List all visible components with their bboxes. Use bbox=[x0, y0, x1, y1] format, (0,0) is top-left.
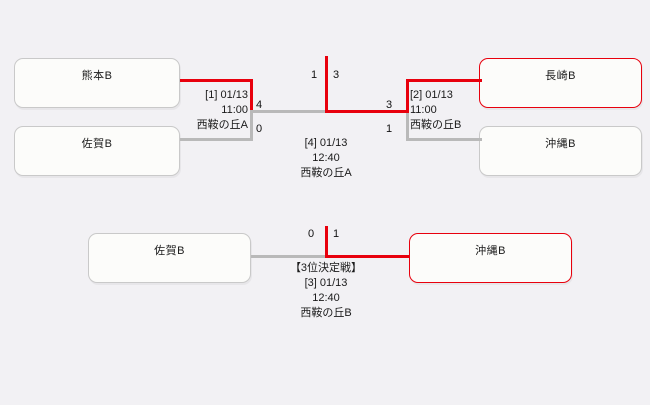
match-venue: 西鞍の丘A bbox=[300, 166, 352, 179]
match-venue: 西鞍の丘B bbox=[410, 118, 462, 131]
match-number: [2] 01/13 bbox=[410, 89, 453, 101]
match-info-1: [1] 01/13 11:00 西鞍の丘A bbox=[148, 88, 248, 133]
match-time: 12:40 bbox=[312, 151, 340, 164]
connector-match1-advance bbox=[250, 110, 328, 113]
team-name: 佐賀B bbox=[81, 137, 113, 150]
connector-match1-vertical-gray bbox=[250, 110, 253, 141]
team-box-kumamoto-b[interactable]: 熊本B bbox=[14, 58, 180, 108]
connector-match1-vertical-red bbox=[250, 79, 253, 111]
team-box-nagasaki-b[interactable]: 長崎B bbox=[479, 58, 642, 108]
score-match2-top: 3 bbox=[386, 99, 393, 111]
connector-final-vertical bbox=[325, 56, 328, 113]
team-name: 熊本B bbox=[81, 69, 113, 82]
score-third-left: 0 bbox=[308, 228, 315, 240]
match-info-4-final: [4] 01/13 12:40 西鞍の丘A bbox=[266, 136, 386, 181]
connector-third-right bbox=[325, 255, 410, 258]
match-number: [1] 01/13 bbox=[205, 89, 248, 101]
connector-match2-top bbox=[406, 79, 482, 82]
team-box-okinawa-b-third[interactable]: 沖縄B bbox=[409, 233, 572, 283]
match-time: 11:00 bbox=[410, 103, 437, 116]
team-box-okinawa-b-semi[interactable]: 沖縄B bbox=[479, 126, 642, 176]
score-final-right: 3 bbox=[333, 69, 340, 81]
match-title: 【3位決定戦】 bbox=[289, 262, 363, 274]
team-box-saga-b-third[interactable]: 佐賀B bbox=[88, 233, 251, 283]
connector-match2-advance bbox=[325, 110, 409, 113]
score-final-left: 1 bbox=[311, 69, 318, 81]
score-match2-bottom: 1 bbox=[386, 123, 393, 135]
connector-third-vertical bbox=[325, 226, 328, 258]
match-info-2: [2] 01/13 11:00 西鞍の丘B bbox=[410, 88, 510, 133]
score-third-right: 1 bbox=[333, 228, 340, 240]
match-venue: 西鞍の丘B bbox=[300, 306, 352, 319]
connector-match2-vertical-red bbox=[406, 79, 409, 111]
team-name: 沖縄B bbox=[545, 137, 576, 150]
team-name: 佐賀B bbox=[154, 244, 185, 257]
team-name: 長崎B bbox=[545, 69, 576, 82]
connector-match2-vertical-gray bbox=[406, 110, 409, 141]
connector-match1-top bbox=[180, 79, 253, 82]
match-venue: 西鞍の丘A bbox=[196, 118, 248, 131]
connector-match2-bottom bbox=[406, 138, 482, 141]
match-info-3-third-place: 【3位決定戦】 [3] 01/13 12:40 西鞍の丘B bbox=[266, 261, 386, 320]
team-box-saga-b-semi[interactable]: 佐賀B bbox=[14, 126, 180, 176]
score-match1-top: 4 bbox=[256, 99, 263, 111]
team-name: 沖縄B bbox=[475, 244, 506, 257]
match-time: 12:40 bbox=[312, 291, 340, 304]
connector-third-left bbox=[251, 255, 328, 258]
match-number: [4] 01/13 bbox=[304, 137, 348, 149]
connector-match1-bottom bbox=[180, 138, 253, 141]
match-time: 11:00 bbox=[221, 103, 248, 116]
score-match1-bottom: 0 bbox=[256, 123, 263, 135]
match-number: [3] 01/13 bbox=[304, 276, 348, 289]
